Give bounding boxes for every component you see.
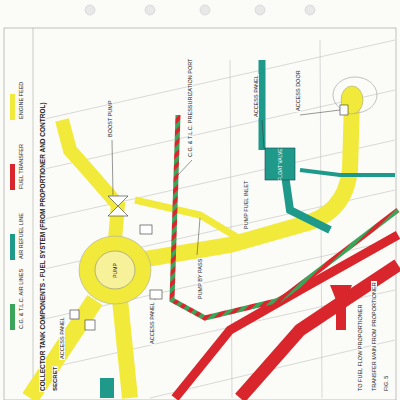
- part-label-text: C.G. & T.L.C. PRESSURIZATION PORT: [187, 58, 193, 158]
- legend-text-text: FUEL TRANSFER: [18, 143, 24, 190]
- part-label: BOOST PUMP: [108, 99, 114, 138]
- part-label: PUMP BY PASS: [198, 258, 204, 300]
- part-label-text: BOOST PUMP: [107, 99, 113, 138]
- legend-text: AIR REFUEL LINE: [19, 212, 25, 260]
- part-label: PUMP FUEL INLET: [244, 180, 250, 230]
- part-label-text: PUMP BY PASS: [197, 258, 203, 300]
- part-label: ACCESS DOOR: [296, 69, 302, 112]
- part-label-text: PUMP FUEL INLET: [243, 180, 249, 230]
- part-label: FIG. 5: [384, 375, 390, 392]
- part-label: TRANSFER MAIN FROM PROPORTIONER: [372, 281, 378, 392]
- legend-swatch: [10, 234, 15, 260]
- part-label-text: ACCESS PANEL: [253, 74, 259, 118]
- legend-text: C.G. & T.L.C. AIR LINES: [19, 268, 25, 330]
- tank-circle: PUMP: [105, 260, 125, 280]
- legend-text-text: ENGINE FEED: [18, 81, 24, 120]
- title: COLLECTOR TANK COMPONENTS - FUEL SYSTEM …: [40, 101, 47, 392]
- legend-swatch: [10, 304, 15, 330]
- part-label-text: ACCESS PANEL: [149, 301, 155, 345]
- legend-text-text: C.G. & T.L.C. AIR LINES: [18, 268, 24, 330]
- part-label-text: FIG. 5: [383, 375, 389, 392]
- legend-text: FUEL TRANSFER: [19, 143, 25, 190]
- node-text: FLOAT VALVE: [277, 148, 282, 180]
- part-label-text: ACCESS PANEL: [59, 316, 65, 360]
- part-label: C.G. & T.L.C. PRESSURIZATION PORT: [188, 58, 194, 158]
- part-label-text: ACCESS DOOR: [295, 69, 301, 112]
- part-label-text: SECRET: [52, 366, 58, 392]
- legend-text-text: AIR REFUEL LINE: [18, 212, 24, 260]
- part-label: SECRET: [52, 366, 58, 392]
- part-label: ACCESS PANEL: [60, 316, 66, 360]
- legend-swatch: [10, 94, 15, 120]
- part-label: TO FUEL FLOW PROPORTIONER: [358, 304, 364, 392]
- node-text: PUMP: [112, 263, 117, 277]
- title-text: COLLECTOR TANK COMPONENTS - FUEL SYSTEM …: [39, 101, 46, 392]
- legend-swatch: [10, 164, 15, 190]
- part-label: ACCESS PANEL: [254, 74, 260, 118]
- valve-box: FLOAT VALVE: [261, 154, 299, 174]
- part-label-text: TRANSFER MAIN FROM PROPORTIONER: [371, 281, 377, 392]
- legend-text: ENGINE FEED: [19, 81, 25, 120]
- part-label: ACCESS PANEL: [150, 301, 156, 345]
- part-label-text: TO FUEL FLOW PROPORTIONER: [357, 304, 363, 392]
